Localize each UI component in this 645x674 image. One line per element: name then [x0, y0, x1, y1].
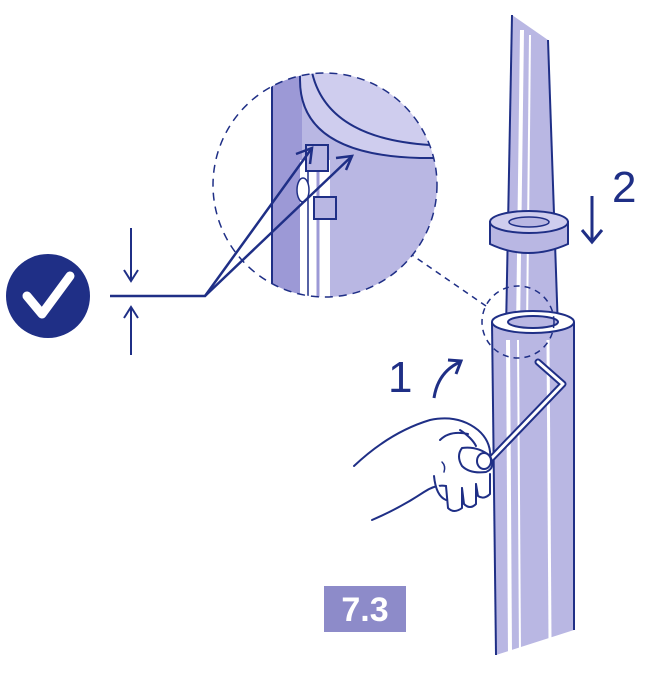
curved-arrow-icon	[432, 358, 464, 399]
arrow-down-icon	[123, 228, 139, 283]
section-number: 7.3	[341, 591, 388, 629]
arrow-up-icon	[123, 305, 139, 355]
detail-magnifier	[212, 72, 438, 298]
gap-indicator	[123, 228, 139, 355]
step-2-label: 2	[612, 163, 636, 212]
hand-icon	[353, 417, 494, 521]
step-2-indicator: 2	[580, 163, 636, 245]
arrow-down-icon	[580, 196, 604, 245]
hex-key-icon	[486, 358, 567, 464]
check-circle-icon	[6, 254, 90, 338]
section-badge: 7.3	[324, 586, 406, 632]
upper-pole	[505, 14, 559, 331]
pointer-lines	[110, 146, 355, 298]
step-1-indicator: 1	[388, 353, 464, 402]
detail-target	[411, 254, 555, 359]
step-1-label: 1	[388, 353, 412, 402]
collar-ring	[489, 210, 569, 254]
lower-pole	[491, 310, 575, 656]
